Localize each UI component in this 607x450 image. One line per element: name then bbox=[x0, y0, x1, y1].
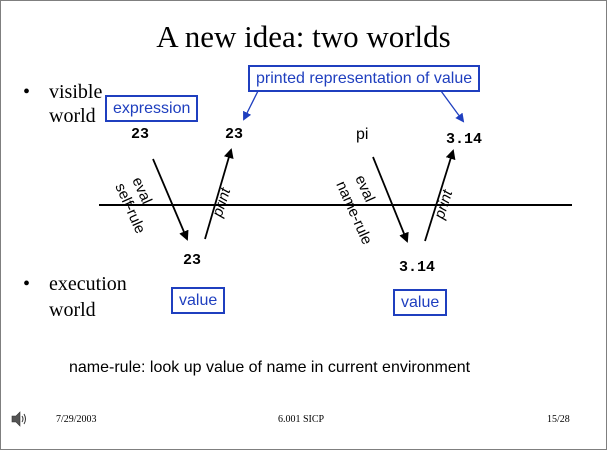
left-execution-value: 23 bbox=[183, 252, 202, 269]
right-expression-value: pi bbox=[356, 126, 369, 143]
right-printed-value: 3.14 bbox=[446, 131, 483, 148]
left-printed-value: 23 bbox=[225, 126, 244, 143]
right-eval-arrow bbox=[372, 156, 409, 243]
speaker-icon[interactable] bbox=[11, 411, 29, 432]
printed-representation-label-box: printed representation of value bbox=[248, 65, 481, 92]
value-label-box-left: value bbox=[171, 287, 226, 314]
bullet-visible-line2: world bbox=[49, 105, 96, 127]
expression-label-box: expression bbox=[105, 95, 199, 122]
bullet-execution-line2: world bbox=[49, 299, 96, 321]
right-print-arrow bbox=[424, 149, 456, 242]
left-eval-arrow bbox=[152, 158, 189, 241]
bullet-dot-visible: • bbox=[23, 81, 31, 103]
slide-title: A new idea: two worlds bbox=[156, 19, 451, 54]
name-rule-note: name-rule: look up value of name in curr… bbox=[69, 359, 471, 376]
right-execution-value: 3.14 bbox=[399, 259, 436, 276]
bullet-visible-line1: visible bbox=[49, 81, 103, 103]
left-print-arrow bbox=[204, 148, 234, 240]
footer-date: 7/29/2003 bbox=[56, 414, 97, 425]
pointer-to-left-printed bbox=[243, 90, 259, 121]
bullet-execution-line1: execution bbox=[49, 273, 127, 295]
pointer-to-right-printed bbox=[440, 90, 465, 123]
bullet-dot-execution: • bbox=[23, 273, 31, 295]
left-expression-value: 23 bbox=[131, 126, 150, 143]
footer-page-number: 15/28 bbox=[547, 414, 570, 425]
value-label-box-right: value bbox=[393, 289, 448, 316]
footer-course: 6.001 SICP bbox=[278, 414, 325, 425]
